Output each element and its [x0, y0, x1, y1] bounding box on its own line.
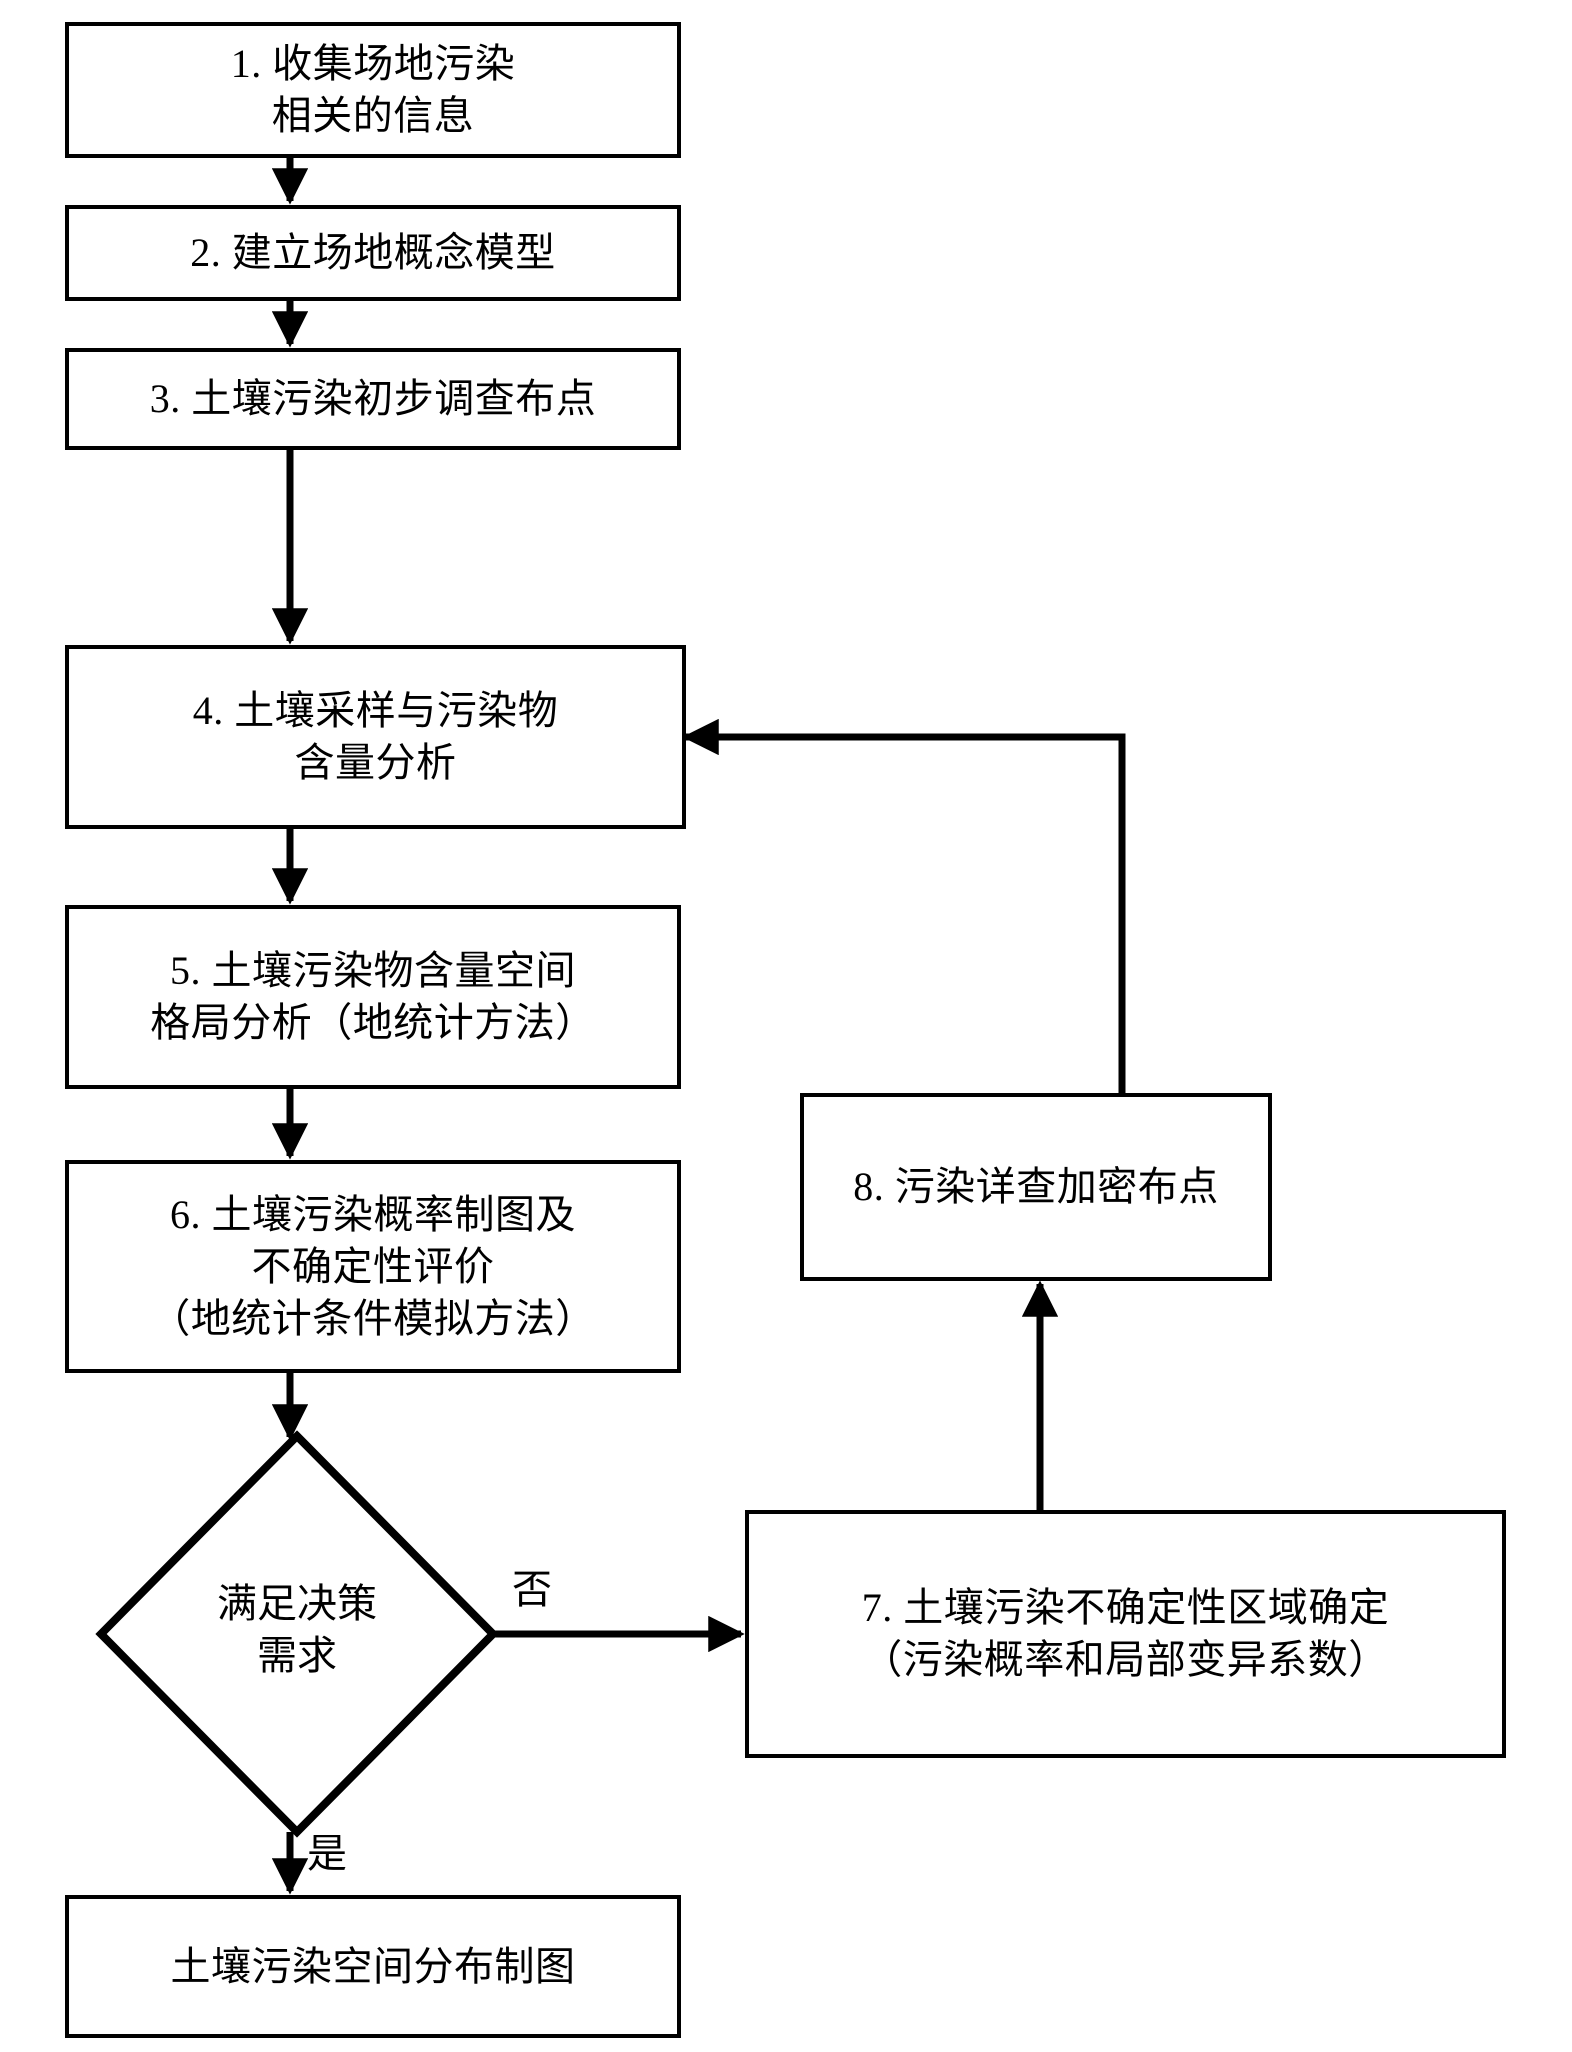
node-step-5-label: 5. 土壤污染物含量空间 格局分析（地统计方法）	[150, 948, 596, 1045]
node-step-6[interactable]: 6. 土壤污染概率制图及 不确定性评价 （地统计条件模拟方法）	[65, 1160, 681, 1373]
node-step-7[interactable]: 7. 土壤污染不确定性区域确定 （污染概率和局部变异系数）	[745, 1510, 1506, 1758]
node-decision-label: 满足决策 需求	[217, 1581, 377, 1678]
node-step-3[interactable]: 3. 土壤污染初步调查布点	[65, 348, 681, 450]
node-step-3-label: 3. 土壤污染初步调查布点	[149, 376, 597, 421]
node-step-8-label: 8. 污染详查加密布点	[853, 1164, 1219, 1209]
node-step-8[interactable]: 8. 污染详查加密布点	[800, 1093, 1272, 1281]
node-step-5[interactable]: 5. 土壤污染物含量空间 格局分析（地统计方法）	[65, 905, 681, 1089]
node-step-1-label: 1. 收集场地污染 相关的信息	[230, 41, 516, 138]
node-step-6-label: 6. 土壤污染概率制图及 不确定性评价 （地统计条件模拟方法）	[150, 1191, 596, 1341]
node-step-2[interactable]: 2. 建立场地概念模型	[65, 205, 681, 301]
node-result[interactable]: 土壤污染空间分布制图	[65, 1895, 681, 2038]
node-step-4-label: 4. 土壤采样与污染物 含量分析	[192, 688, 559, 785]
node-step-1[interactable]: 1. 收集场地污染 相关的信息	[65, 22, 681, 158]
node-step-4[interactable]: 4. 土壤采样与污染物 含量分析	[65, 645, 686, 829]
node-step-2-label: 2. 建立场地概念模型	[190, 230, 556, 275]
edge-label-yes: 是	[307, 1831, 347, 1876]
edge-label-no: 否	[512, 1567, 552, 1612]
node-decision[interactable]	[95, 1430, 499, 1838]
connector-8-to-4	[682, 718, 1126, 1093]
node-step-7-label: 7. 土壤污染不确定性区域确定 （污染概率和局部变异系数）	[861, 1585, 1390, 1682]
node-result-label: 土壤污染空间分布制图	[170, 1943, 576, 1989]
